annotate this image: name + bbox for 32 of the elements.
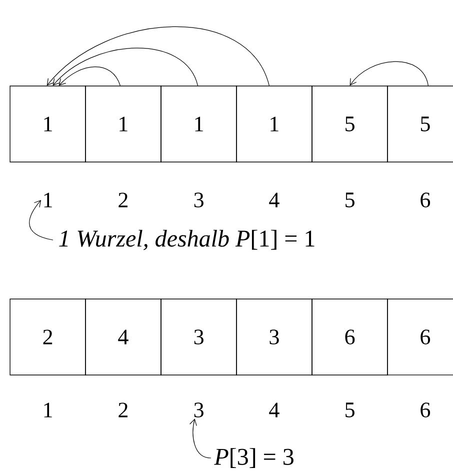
index-label: 2: [118, 192, 128, 208]
array-cell: 3: [160, 298, 237, 376]
annotation-text: 1 Wurzel, deshalb P[1] = 1: [59, 230, 314, 250]
array-cell: 3: [236, 298, 312, 376]
leader-arrow: [190, 418, 212, 458]
index-label: 4: [269, 402, 280, 418]
array-cell: 2: [10, 298, 86, 376]
array-cell: 6: [312, 298, 388, 376]
annotation-text: P[3] = 3: [214, 448, 294, 468]
index-label: 4: [269, 192, 280, 208]
index-label: 1: [44, 192, 52, 208]
index-label: 5: [346, 192, 354, 208]
array-cell: 4: [85, 298, 162, 376]
curved-arrow: [58, 66, 120, 86]
curved-arrow: [46, 26, 270, 86]
index-label: 2: [118, 402, 128, 418]
index-label: 1: [44, 402, 52, 418]
index-label: 6: [420, 402, 430, 418]
array-cell: 1: [10, 86, 86, 162]
array-cell: 1: [236, 86, 312, 162]
array-cell: 5: [387, 86, 453, 162]
array-cell: 6: [387, 298, 453, 376]
curved-arrow: [350, 61, 428, 86]
array-cell: 1: [85, 86, 162, 162]
index-label: 5: [346, 402, 354, 418]
array-cell: 5: [312, 86, 388, 162]
leader-arrow: [29, 200, 54, 240]
index-label: 3: [194, 192, 204, 208]
array-cell: 1: [160, 86, 237, 162]
index-label: 3: [194, 402, 204, 418]
index-label: 6: [420, 192, 430, 208]
curved-arrow: [52, 48, 198, 86]
